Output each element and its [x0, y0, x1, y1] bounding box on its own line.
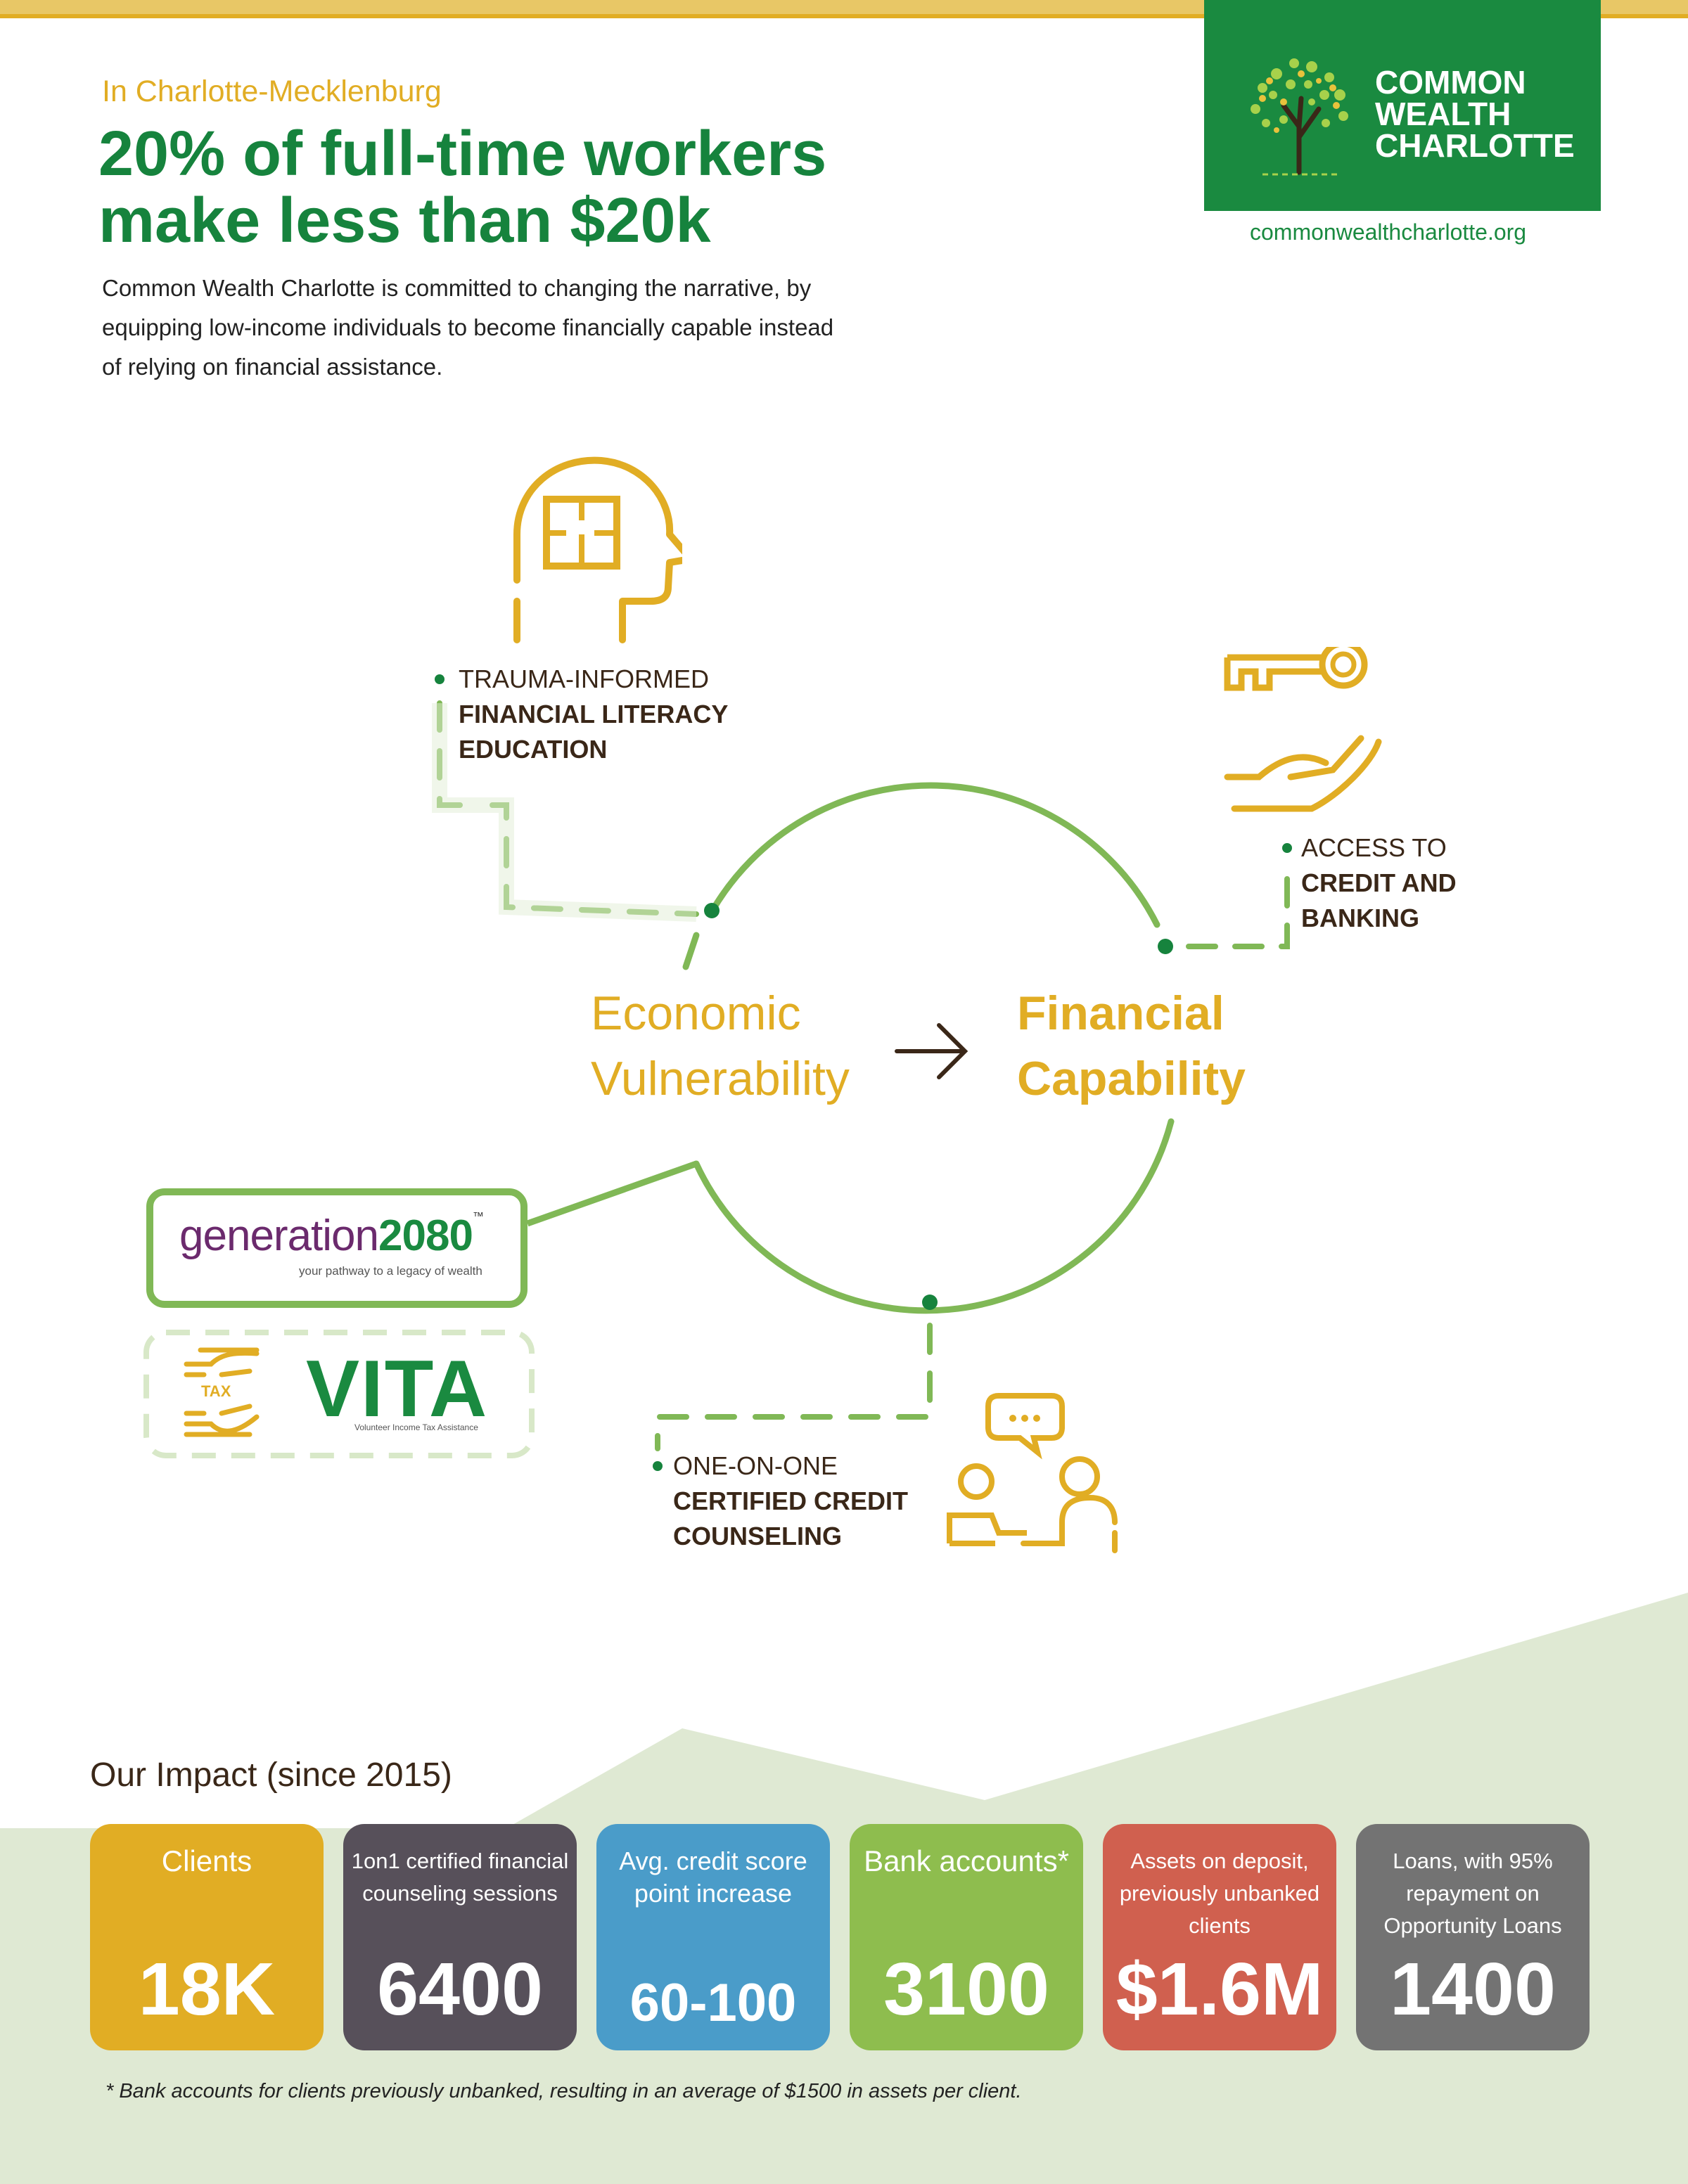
- center-right-line: Capability: [1017, 1052, 1246, 1105]
- card-label: Clients: [161, 1844, 252, 1877]
- center-right-line: Financial: [1017, 987, 1225, 1040]
- label-line: FINANCIAL LITERACY: [459, 700, 729, 728]
- logo-line: CHARLOTTE: [1375, 127, 1575, 164]
- label-line: EDUCATION: [459, 735, 608, 764]
- intro-paragraph: Common Wealth Charlotte is committed to …: [102, 269, 932, 387]
- trademark-symbol: ™: [472, 1211, 484, 1223]
- literacy-label: TRAUMA-INFORMED FINANCIAL LITERACY EDUCA…: [459, 662, 728, 767]
- label-line: ONE-ON-ONE: [673, 1451, 838, 1480]
- tax-hands-icon: [184, 1347, 260, 1437]
- label-line: CREDIT AND: [1301, 868, 1457, 897]
- intro-line: of relying on financial assistance.: [102, 354, 443, 380]
- economic-vulnerability-text: Economic Vulnerability: [591, 981, 850, 1112]
- generation2080-logo: generation2080™: [179, 1211, 484, 1261]
- logo-wordmark: COMMON WEALTH CHARLOTTE: [1375, 64, 1575, 164]
- intro-line: equipping low-income individuals to beco…: [102, 314, 834, 340]
- center-left-line: Vulnerability: [591, 1052, 850, 1105]
- generation-connector: [526, 1160, 698, 1227]
- label-line: TRAUMA-INFORMED: [459, 664, 709, 693]
- footnote: * Bank accounts for clients previously u…: [106, 2080, 1022, 2102]
- generation2080-tagline: your pathway to a legacy of wealth: [299, 1264, 482, 1278]
- card-label: Loans, with 95% repayment on Opportunity…: [1383, 1849, 1562, 1938]
- vita-logo[interactable]: VITA: [306, 1344, 489, 1434]
- impact-card-clients: Clients 18K: [90, 1824, 324, 2050]
- headline-line-2: make less than $20k: [98, 186, 711, 256]
- logo-line: WEALTH: [1375, 96, 1511, 132]
- impact-card-loans: Loans, with 95% repayment on Opportunity…: [1356, 1824, 1590, 2050]
- headline: 20% of full-time workers make less than …: [98, 121, 978, 255]
- tax-label: TAX: [201, 1382, 231, 1400]
- label-line: COUNSELING: [673, 1522, 843, 1550]
- headline-line-1: 20% of full-time workers: [98, 119, 827, 189]
- cycle-arc-top: [707, 782, 1160, 928]
- generation-word: generation: [179, 1212, 379, 1260]
- card-value: 3100: [883, 1948, 1049, 2031]
- head-puzzle-icon: [513, 456, 682, 643]
- logo-box[interactable]: [1204, 0, 1601, 211]
- impact-card-bank-accounts: Bank accounts* 3100: [850, 1824, 1083, 2050]
- cycle-arc-bottom: [693, 1118, 1175, 1314]
- counseling-label: ONE-ON-ONE CERTIFIED CREDIT COUNSELING: [673, 1448, 908, 1554]
- card-label: Bank accounts*: [864, 1844, 1069, 1877]
- counseling-people-icon: [947, 1393, 1118, 1553]
- card-value: 18K: [138, 1948, 276, 2031]
- card-value: 1400: [1390, 1948, 1556, 2031]
- generation2080-box[interactable]: [146, 1188, 528, 1308]
- financial-capability-text: Financial Capability: [1017, 981, 1246, 1112]
- vita-box: [143, 1330, 535, 1458]
- credit-label: ACCESS TO CREDIT AND BANKING: [1301, 830, 1457, 936]
- card-value: $1.6M: [1115, 1948, 1324, 2031]
- key-hand-icon: [1224, 647, 1382, 812]
- card-label: Avg. credit score point increase: [619, 1846, 807, 1908]
- kicker-text: In Charlotte-Mecklenburg: [102, 75, 442, 108]
- generation-number: 2080: [378, 1212, 473, 1260]
- logo-line: COMMON: [1375, 64, 1526, 101]
- intro-line: Common Wealth Charlotte is committed to …: [102, 275, 812, 301]
- card-label: Assets on deposit, previously unbanked c…: [1119, 1849, 1320, 1938]
- card-label: 1on1 certified financial counseling sess…: [351, 1849, 569, 1906]
- center-left-line: Economic: [591, 987, 801, 1040]
- impact-card-assets: Assets on deposit, previously unbanked c…: [1103, 1824, 1336, 2050]
- label-line: CERTIFIED CREDIT: [673, 1486, 909, 1515]
- impact-card-sessions: 1on1 certified financial counseling sess…: [343, 1824, 577, 2050]
- label-line: BANKING: [1301, 904, 1419, 932]
- website-link[interactable]: commonwealthcharlotte.org: [1250, 219, 1527, 245]
- card-value: 6400: [377, 1948, 543, 2031]
- vita-tagline: Volunteer Income Tax Assistance: [354, 1422, 478, 1432]
- card-value: 60-100: [629, 1973, 797, 2033]
- impact-card-credit-score: Avg. credit score point increase 60-100: [596, 1824, 830, 2050]
- tree-icon: [1251, 58, 1348, 176]
- arrow-right-icon: [895, 1023, 968, 1079]
- impact-title: Our Impact (since 2015): [90, 1756, 452, 1794]
- label-line: ACCESS TO: [1301, 833, 1447, 862]
